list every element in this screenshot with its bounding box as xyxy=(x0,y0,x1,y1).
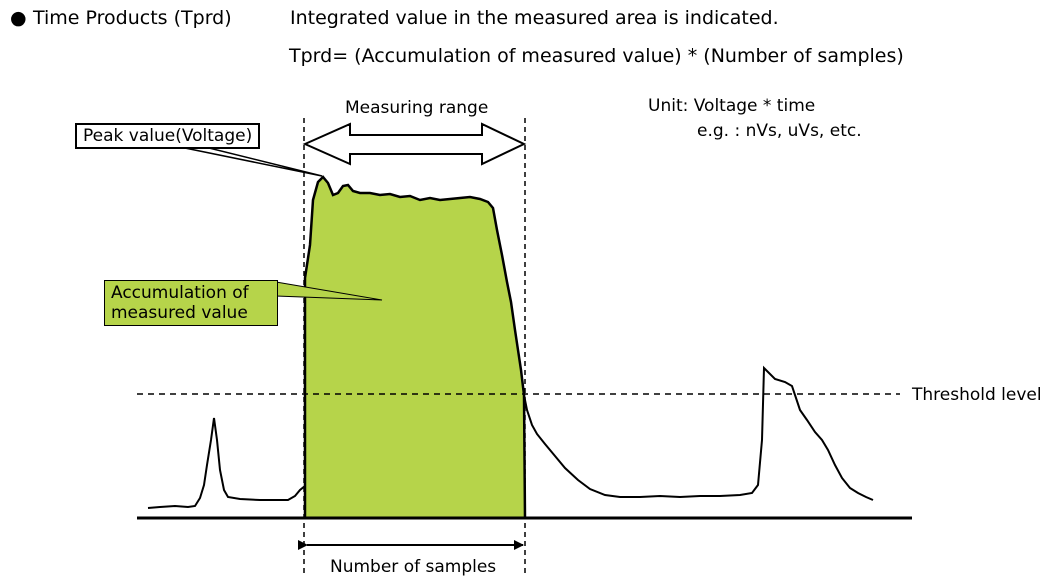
threshold-label: Threshold level xyxy=(912,385,1042,405)
measuring-range-arrow xyxy=(302,122,527,166)
samples-label: Number of samples xyxy=(330,557,497,577)
unit-label: Unit: Voltage * time xyxy=(648,96,816,116)
formula: Tprd= (Accumulation of measured value) *… xyxy=(289,45,904,67)
measuring-range-label: Measuring range xyxy=(345,98,489,118)
signal-trace xyxy=(147,417,306,518)
bullet-icon: ● xyxy=(10,7,27,29)
term-description: Integrated value in the measured area is… xyxy=(290,7,779,29)
term-title: Time Products (Tprd) xyxy=(33,7,232,29)
accumulation-area xyxy=(303,175,527,520)
unit-example: e.g. : nVs, uVs, etc. xyxy=(697,121,862,141)
peak-value-callout: Peak value(Voltage) xyxy=(75,123,261,149)
accumulation-callout: Accumulation of measured value xyxy=(104,280,278,326)
peak-callout-pointer xyxy=(179,146,323,177)
signal-trace-decay xyxy=(523,365,874,501)
